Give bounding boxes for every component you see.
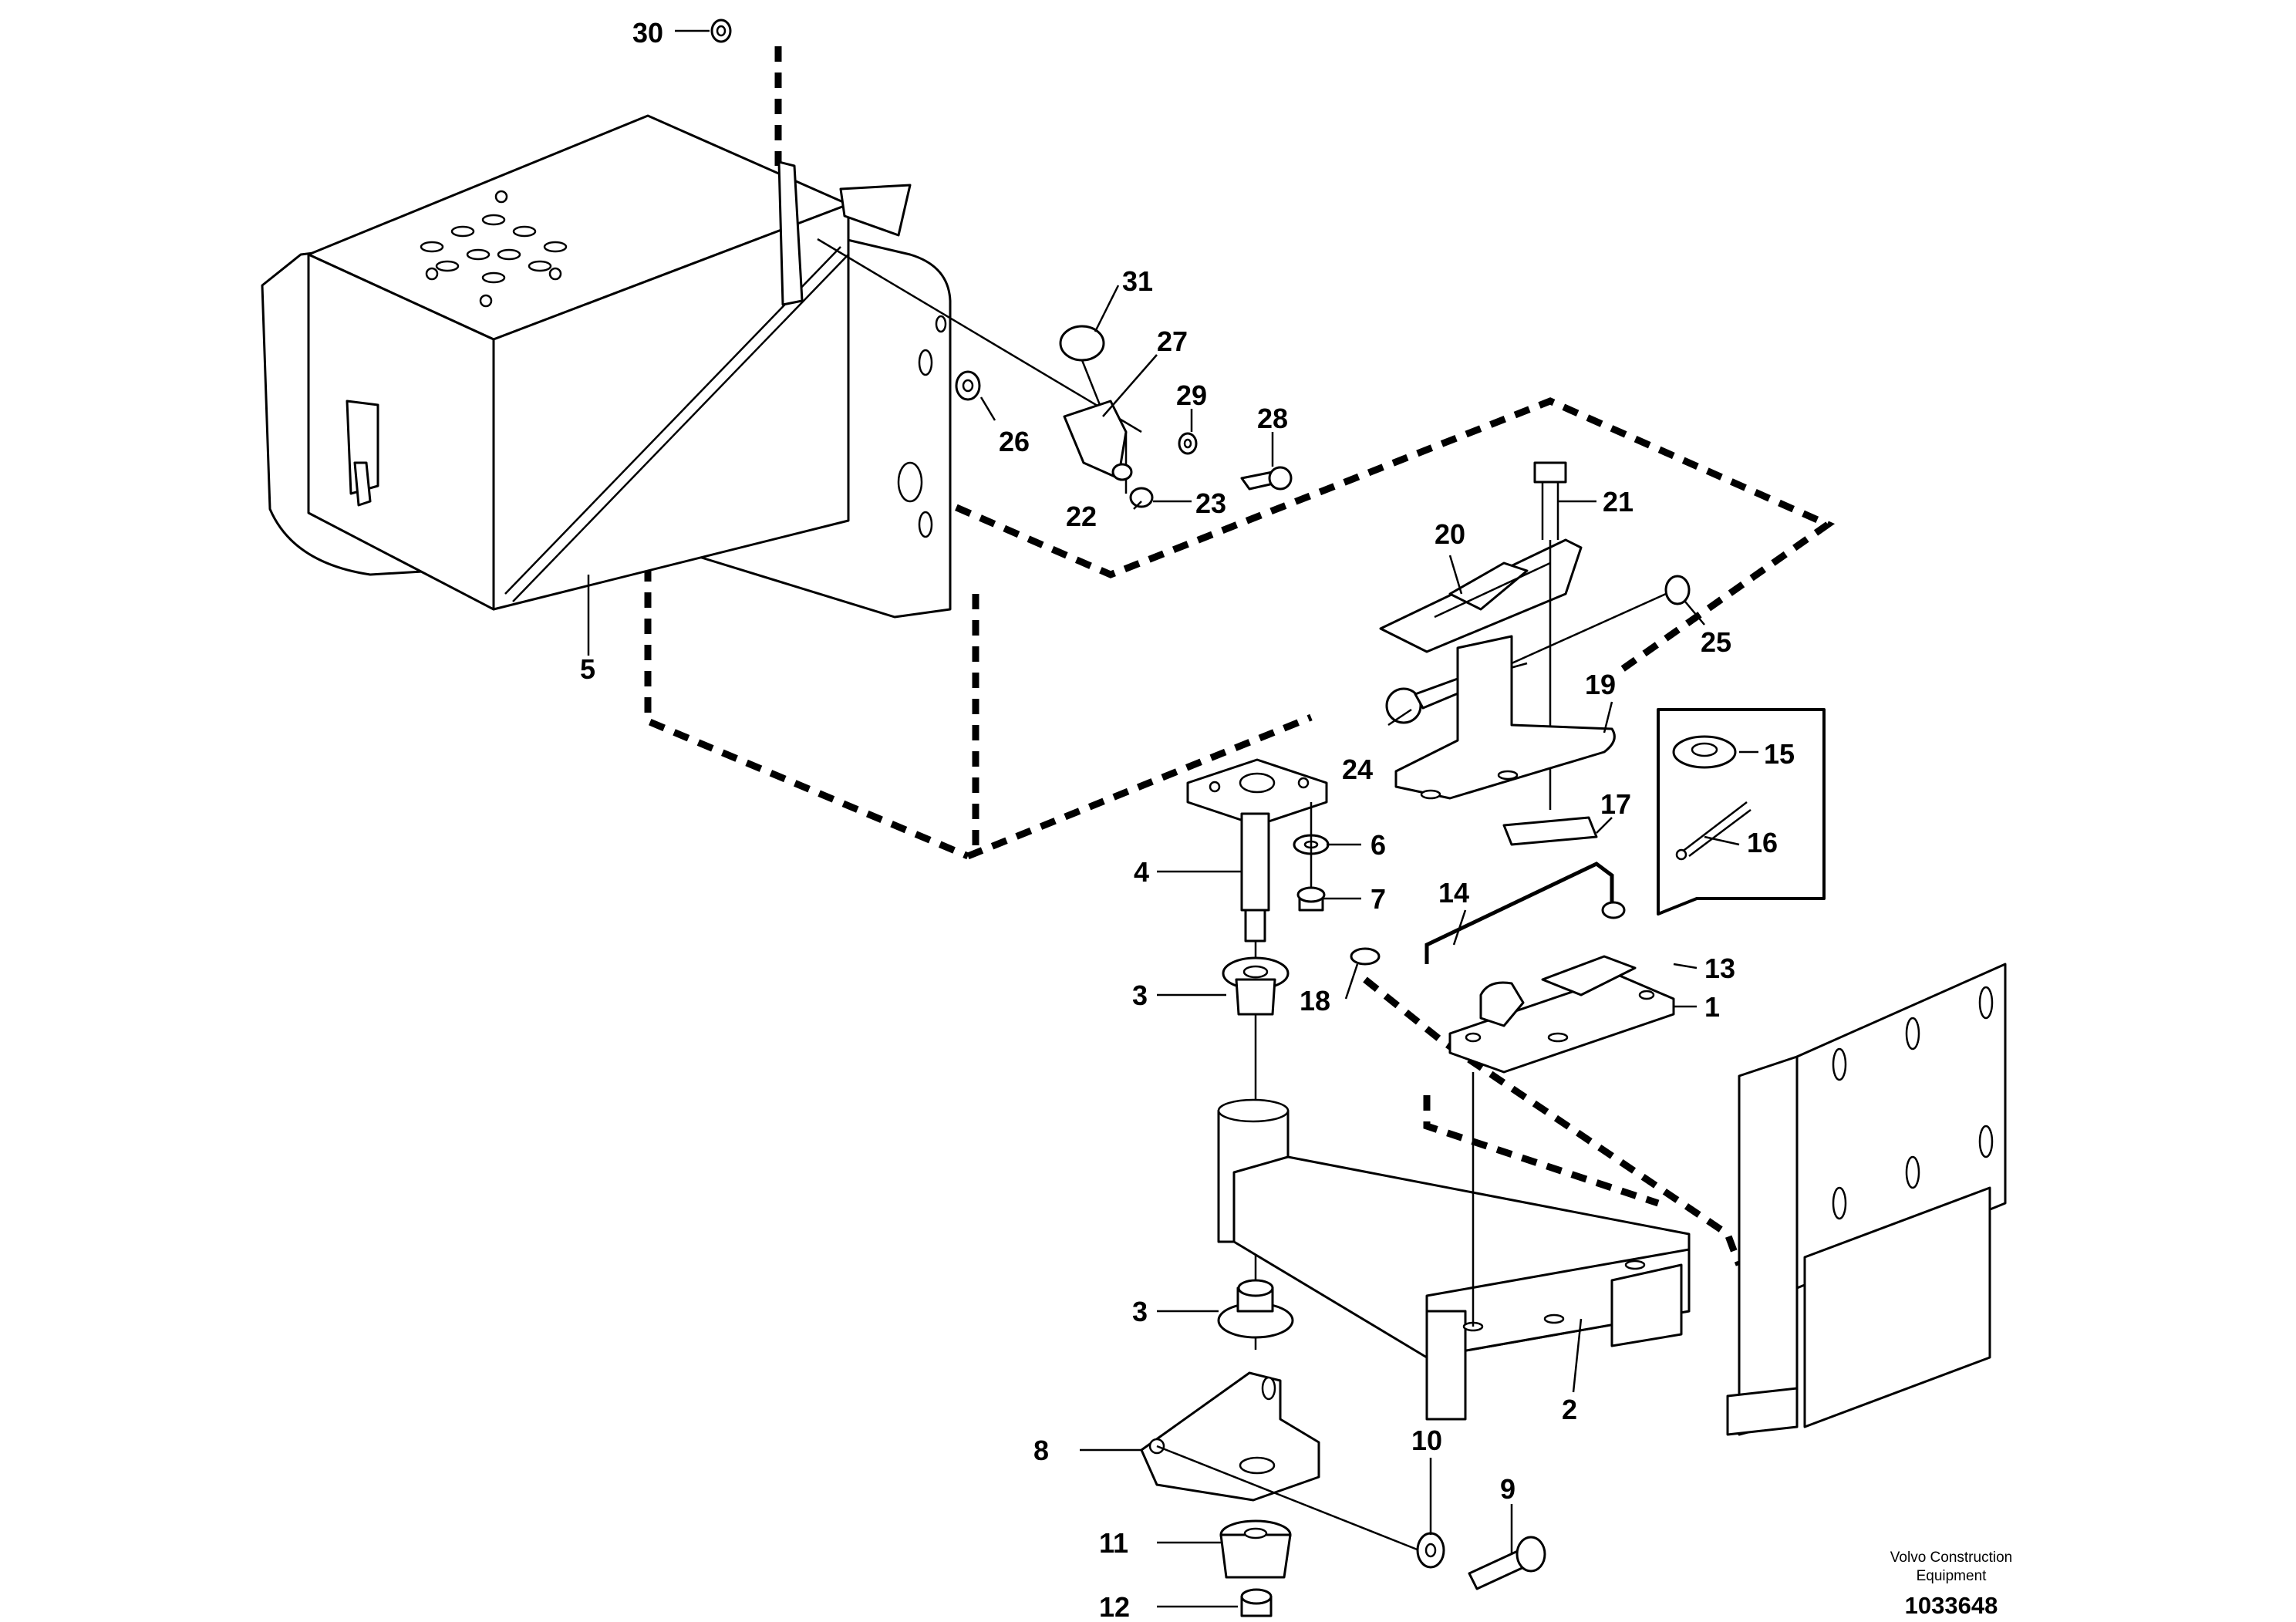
- knob-and-bracket: [1059, 325, 1128, 494]
- callout-31: 31: [1122, 265, 1153, 297]
- small-fasteners-top: [710, 19, 1293, 508]
- callout-12: 12: [1099, 1591, 1130, 1622]
- callout-11: 11: [1099, 1527, 1128, 1559]
- callout-24: 24: [1342, 754, 1373, 785]
- callout-20: 20: [1435, 518, 1465, 550]
- callout-21: 21: [1603, 486, 1633, 518]
- callout-18: 18: [1300, 985, 1330, 1017]
- rod-14: [1424, 862, 1614, 964]
- callout-6: 6: [1371, 829, 1386, 861]
- tool-box: [261, 114, 1142, 619]
- bracket-19: [1394, 635, 1616, 846]
- callout-8: 8: [1033, 1435, 1049, 1466]
- bushing-3-lower: [1217, 1279, 1294, 1339]
- callout-3b: 3: [1132, 1296, 1148, 1327]
- callout-16: 16: [1747, 827, 1778, 858]
- callout-27: 27: [1157, 325, 1188, 357]
- assembly-dashed-paths: [644, 46, 1836, 1266]
- plate-1-13: [1448, 955, 1675, 1074]
- latch-part-20: [1379, 538, 1583, 653]
- brand-line-2: Equipment: [1917, 1568, 1988, 1584]
- washers-6-7: [1293, 802, 1330, 912]
- mount-11: [1219, 1519, 1292, 1579]
- callout-29: 29: [1176, 379, 1207, 411]
- detail-box: [1657, 708, 1826, 916]
- callout-10: 10: [1411, 1425, 1442, 1456]
- leader-lines: [587, 29, 1758, 1608]
- main-bracket-2: [1217, 1072, 1691, 1421]
- brand-line-1: Volvo Construction: [1890, 1549, 2012, 1566]
- callout-17: 17: [1600, 788, 1631, 820]
- bushing-3-upper: [1222, 956, 1290, 1016]
- washer-25: [1664, 575, 1691, 605]
- callout-numbers: 30 31 27 29 28 26 22 23 21 20 25 5 19 24…: [580, 17, 1795, 1622]
- document-number: 1033648: [1905, 1592, 1998, 1619]
- callout-9: 9: [1500, 1473, 1515, 1505]
- callout-23: 23: [1195, 487, 1226, 519]
- callout-4: 4: [1134, 856, 1149, 888]
- mounting-plate: [1726, 963, 2007, 1436]
- washer-10-bolt-9: [1416, 1532, 1546, 1590]
- nut-12: [1240, 1588, 1273, 1617]
- lid-vent-slots: [420, 190, 568, 308]
- callout-22: 22: [1066, 501, 1097, 532]
- callout-3a: 3: [1132, 980, 1148, 1011]
- bracket-8: [1140, 1371, 1420, 1552]
- callout-5: 5: [580, 653, 595, 685]
- callout-14: 14: [1438, 877, 1469, 909]
- callout-28: 28: [1257, 403, 1288, 434]
- callout-7: 7: [1371, 883, 1386, 915]
- callout-2: 2: [1562, 1394, 1577, 1425]
- callout-30: 30: [632, 17, 663, 49]
- callout-1: 1: [1704, 991, 1720, 1023]
- callout-15: 15: [1764, 738, 1795, 770]
- callout-13: 13: [1704, 953, 1735, 984]
- callout-25: 25: [1701, 626, 1731, 658]
- callout-26: 26: [999, 426, 1030, 457]
- callout-19: 19: [1585, 669, 1616, 700]
- washer-18: [1350, 947, 1381, 966]
- footer: Volvo Construction Equipment 1033648: [1890, 1549, 2012, 1619]
